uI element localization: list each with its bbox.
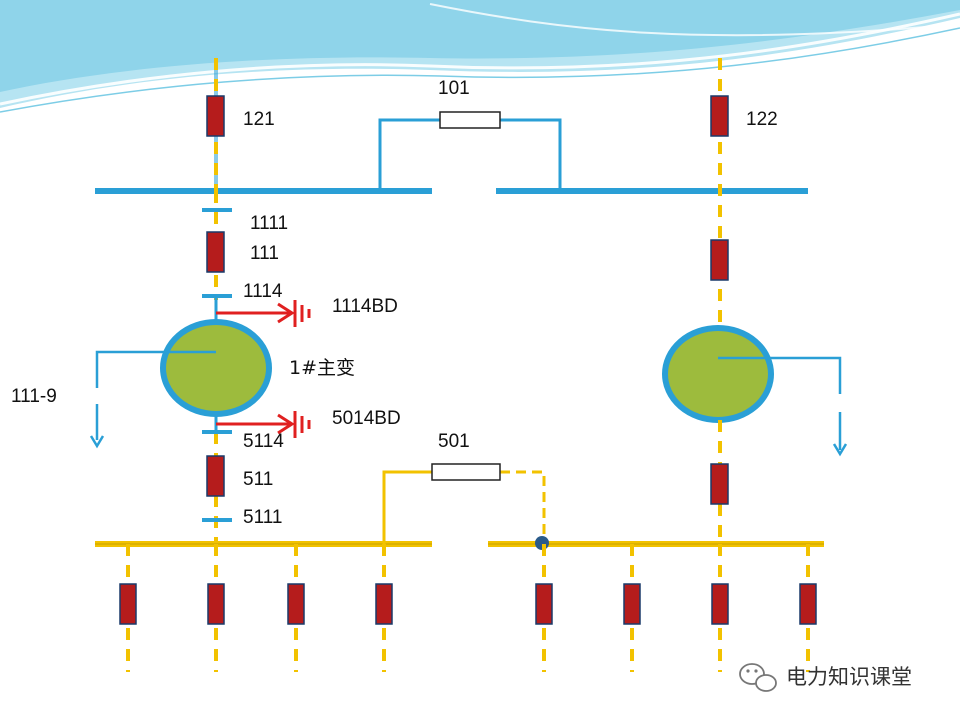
label-1111: 1111 bbox=[250, 213, 288, 234]
breaker-right-lv[interactable] bbox=[710, 463, 729, 505]
breaker-121[interactable] bbox=[206, 95, 225, 137]
breaker-111[interactable] bbox=[206, 231, 225, 273]
label-111: 111 bbox=[250, 243, 279, 264]
ground-switch-1114bd[interactable] bbox=[216, 300, 311, 327]
bus-tie-501 bbox=[382, 463, 549, 550]
label-5111: 5111 bbox=[243, 507, 282, 528]
label-111-9: 111-9 bbox=[11, 386, 57, 407]
left-feeder-chain bbox=[89, 58, 311, 545]
transformer-2[interactable] bbox=[662, 325, 774, 423]
label-122: 122 bbox=[746, 109, 778, 130]
feeder-breaker-5[interactable] bbox=[535, 583, 553, 625]
down-arrow-icon bbox=[89, 435, 105, 449]
feeder-breaker-1[interactable] bbox=[119, 583, 137, 625]
feeder-breaker-8[interactable] bbox=[799, 583, 817, 625]
breaker-501[interactable] bbox=[431, 463, 501, 481]
header-wave-decoration bbox=[0, 0, 960, 113]
right-feeder-chain bbox=[662, 58, 848, 545]
breaker-101[interactable] bbox=[439, 111, 501, 129]
wechat-icon bbox=[739, 663, 777, 692]
label-5014bd: 5014BD bbox=[332, 408, 401, 429]
transformer-1[interactable] bbox=[160, 319, 272, 417]
feeder-breaker-4[interactable] bbox=[375, 583, 393, 625]
neutral-lead-right bbox=[718, 356, 842, 450]
outgoing-feeders bbox=[119, 544, 817, 672]
label-511: 511 bbox=[243, 469, 273, 490]
feeder-breaker-2[interactable] bbox=[207, 583, 225, 625]
neutral-lead-111-9 bbox=[95, 350, 216, 440]
feeder-breaker-6[interactable] bbox=[623, 583, 641, 625]
label-501: 501 bbox=[438, 431, 470, 452]
ground-switch-5014bd[interactable] bbox=[216, 411, 311, 438]
breaker-122[interactable] bbox=[710, 95, 729, 137]
label-101: 101 bbox=[438, 78, 470, 99]
breaker-511[interactable] bbox=[206, 455, 225, 497]
label-121: 121 bbox=[243, 109, 275, 130]
breaker-right-hv[interactable] bbox=[710, 239, 729, 281]
feeder-breaker-3[interactable] bbox=[287, 583, 305, 625]
watermark: 电力知识课堂 bbox=[739, 663, 912, 692]
label-1114: 1114 bbox=[243, 281, 283, 302]
label-1114bd: 1114BD bbox=[332, 296, 398, 317]
down-arrow-icon bbox=[832, 443, 848, 457]
feeder-breaker-7[interactable] bbox=[711, 583, 729, 625]
bus-tie-101 bbox=[378, 111, 562, 191]
watermark-text: 电力知识课堂 bbox=[786, 665, 912, 689]
label-5114: 5114 bbox=[243, 431, 284, 452]
label-transformer-1: 1#主变 bbox=[289, 357, 355, 379]
